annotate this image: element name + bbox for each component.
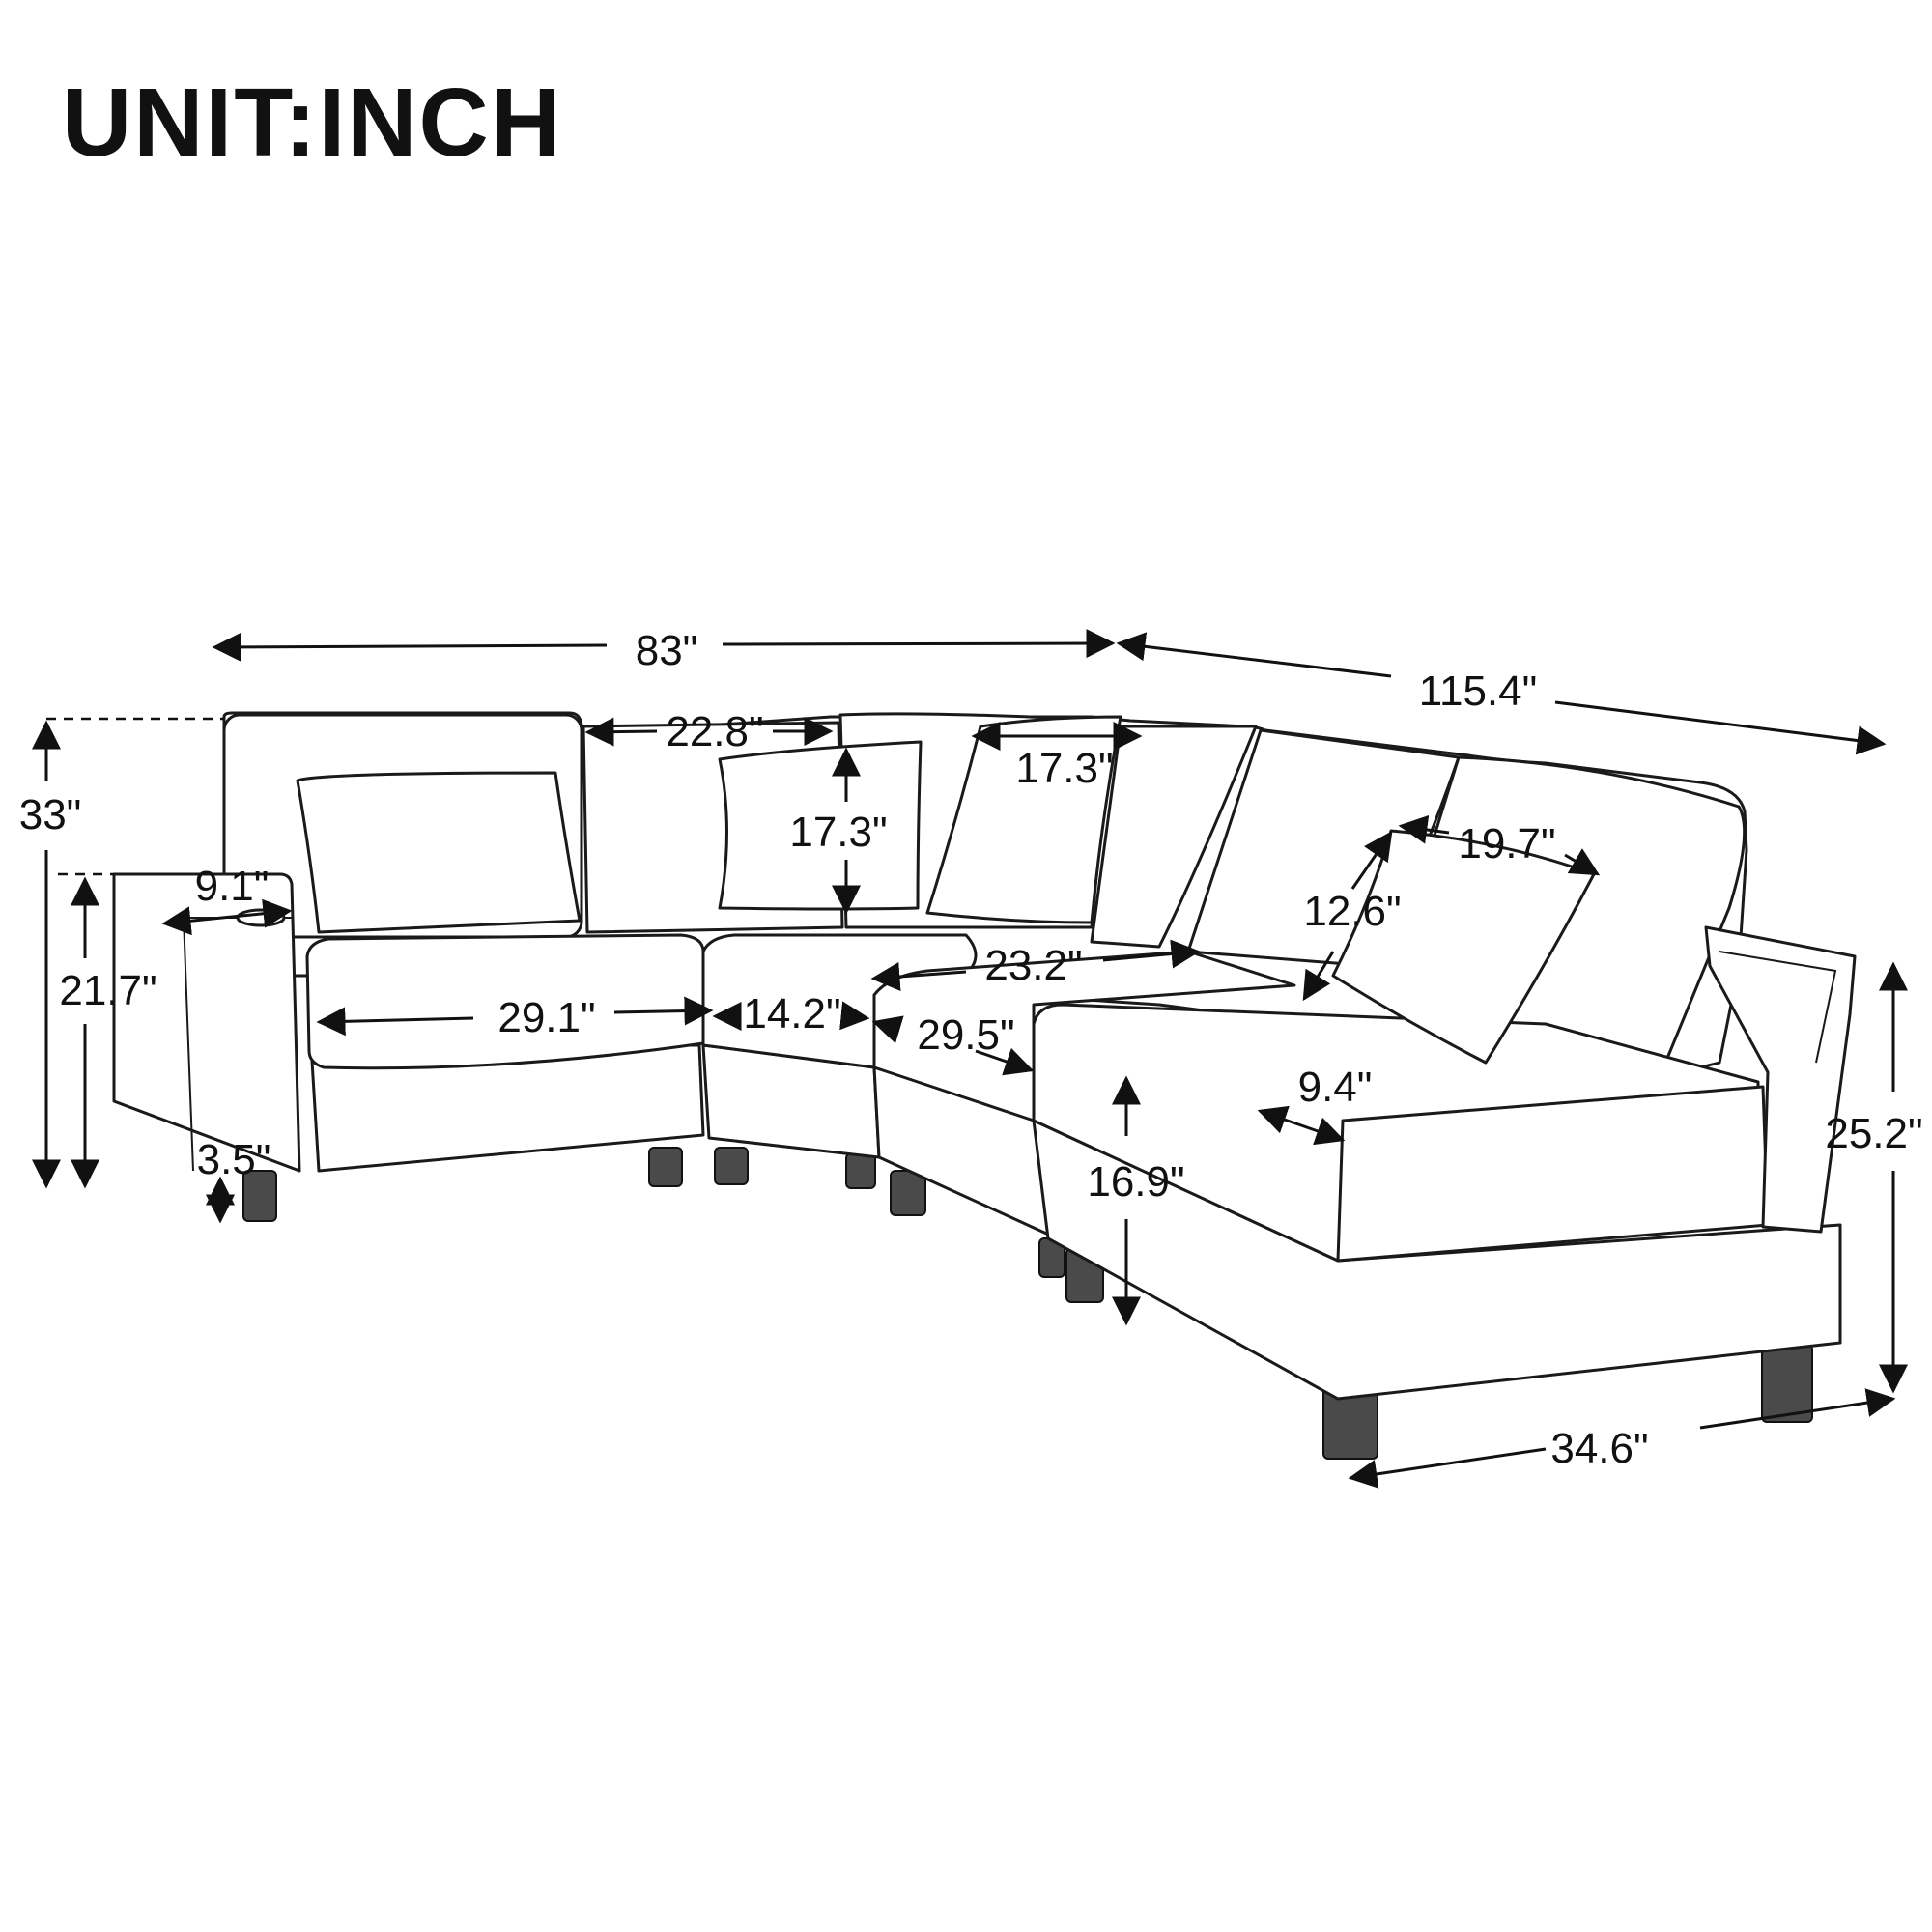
right-side-arm: [1704, 925, 1857, 1234]
dim-wedge-front-width: 14.2": [743, 990, 840, 1037]
unit-label: UNIT:INCH: [62, 69, 562, 177]
dim-throw-pillow-height: 17.3": [789, 809, 887, 856]
left-throw-pillow: [296, 771, 582, 934]
dim-arm-width-right: 9.4": [1298, 1064, 1373, 1111]
dimension-labels: 83" 115.4" 33" 21.7" 9.1" 3.5" 22.8" 17.…: [19, 627, 1923, 1472]
dim-right-height: 25.2": [1825, 1110, 1922, 1157]
dim-seat-width-left: 29.1": [497, 994, 595, 1041]
dim-seat-width-corner: 23.2": [984, 942, 1082, 989]
dim-right-depth: 34.6": [1550, 1425, 1648, 1472]
center-throw-pillow-1: [718, 740, 923, 911]
dim-seat-height: 16.9": [1087, 1158, 1184, 1206]
dim-lumbar-pillow-height: 12.6": [1303, 888, 1401, 935]
dim-total-height: 33": [19, 791, 82, 838]
dim-arm-height: 21.7": [59, 967, 156, 1014]
dim-arm-top-width: 9.1": [195, 863, 270, 910]
center-throw-pillow-2: [925, 715, 1122, 924]
sectional-sofa-drawing: [112, 711, 1857, 1460]
dim-total-width-right: 115.4": [1419, 668, 1537, 715]
dim-lumbar-pillow-width: 19.7": [1458, 820, 1555, 867]
dim-seat-depth-corner: 29.5": [917, 1011, 1014, 1059]
dim-back-pillow-width: 22.8": [666, 708, 763, 755]
left-seat-cushion: [305, 933, 705, 1070]
dim-total-width-left: 83": [636, 627, 698, 674]
right-lumbar-pillow: [1331, 829, 1596, 1065]
back-cushion-4: [1090, 724, 1258, 949]
dimension-lines: [32, 629, 1908, 1489]
dim-throw-pillow-width: 17.3": [1015, 745, 1113, 792]
dim-leg-height: 3.5": [197, 1136, 271, 1183]
left-arm: [112, 872, 301, 1173]
